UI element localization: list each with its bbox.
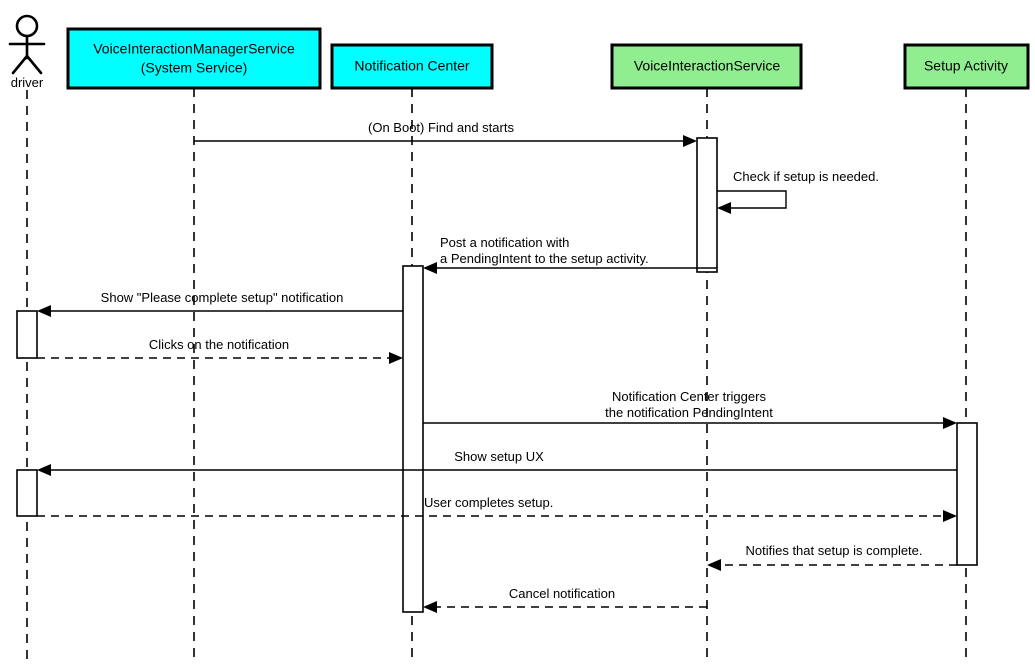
message-check-if-setup-is-needed[interactable]: Check if setup is needed. bbox=[717, 169, 879, 214]
participant-actor-driver[interactable]: driver bbox=[8, 14, 46, 90]
participant-rect-setup-activity bbox=[903, 43, 1030, 90]
actor-leg-right-icon bbox=[25, 54, 43, 75]
participant-box-vims[interactable]: VoiceInteractionManagerService (System S… bbox=[66, 27, 322, 90]
message-label-m7: Show setup UX bbox=[454, 449, 544, 464]
message-label-m9: Notifies that setup is complete. bbox=[745, 543, 922, 558]
activation-bar-voiceinteractionservice bbox=[696, 137, 718, 273]
message-on-boot-find-and-starts[interactable]: (On Boot) Find and starts bbox=[194, 120, 697, 147]
activation-bar-driver-1 bbox=[16, 310, 38, 359]
message-label-m3-line2: a PendingIntent to the setup activity. bbox=[440, 251, 649, 266]
actor-leg-left-icon bbox=[11, 54, 29, 75]
participant-rect-vims bbox=[66, 27, 322, 90]
activation-bars-group bbox=[16, 137, 978, 613]
message-arrowhead-m9 bbox=[707, 559, 721, 571]
participant-rect-voiceinteractionservice bbox=[610, 43, 803, 90]
message-arrowhead-m8 bbox=[943, 510, 957, 522]
message-arrowhead-m3 bbox=[423, 262, 437, 274]
message-label-m6-line1: Notification Center triggers bbox=[612, 389, 766, 404]
message-cancel-notification[interactable]: Cancel notification bbox=[423, 586, 707, 613]
participant-label-notification-center: Notification Center bbox=[354, 58, 470, 74]
message-notification-center-triggers-pendingintent[interactable]: Notification Center triggers the notific… bbox=[423, 389, 957, 429]
message-label-m4: Show "Please complete setup" notificatio… bbox=[101, 290, 344, 305]
message-notifies-that-setup-is-complete[interactable]: Notifies that setup is complete. bbox=[707, 543, 957, 571]
participant-box-voiceinteractionservice[interactable]: VoiceInteractionService bbox=[610, 43, 803, 90]
participant-label-vims-line1: VoiceInteractionManagerService bbox=[93, 41, 295, 57]
message-label-m6-line2: the notification PendingIntent bbox=[605, 405, 773, 420]
participant-rect-notification-center bbox=[330, 43, 494, 90]
message-label-m5: Clicks on the notification bbox=[149, 337, 289, 352]
activation-bar-notification-center bbox=[402, 265, 424, 613]
participant-label-voiceinteractionservice: VoiceInteractionService bbox=[634, 58, 781, 74]
message-arrowhead-m10 bbox=[423, 601, 437, 613]
message-label-m8: User completes setup. bbox=[424, 495, 553, 510]
message-label-m10: Cancel notification bbox=[509, 586, 615, 601]
participant-box-notification-center[interactable]: Notification Center bbox=[330, 43, 494, 90]
message-arrowhead-m4 bbox=[37, 305, 51, 317]
message-line-m2 bbox=[717, 190, 787, 209]
message-arrowhead-m7 bbox=[37, 464, 51, 476]
participant-label-driver: driver bbox=[11, 75, 44, 90]
actor-head-icon bbox=[15, 14, 39, 38]
participant-label-setup-activity: Setup Activity bbox=[924, 58, 1008, 74]
message-arrowhead-m5 bbox=[389, 352, 403, 364]
message-show-please-complete-setup-notification[interactable]: Show "Please complete setup" notificatio… bbox=[37, 290, 403, 317]
message-user-completes-setup[interactable]: User completes setup. bbox=[37, 495, 957, 522]
participant-label-vims-line2: (System Service) bbox=[141, 60, 248, 76]
message-label-m3-line1: Post a notification with bbox=[440, 235, 569, 250]
message-show-setup-ux[interactable]: Show setup UX bbox=[37, 449, 957, 476]
activation-bar-driver-2 bbox=[16, 469, 38, 517]
message-clicks-on-the-notification[interactable]: Clicks on the notification bbox=[37, 337, 403, 364]
message-post-a-notification[interactable]: Post a notification with a PendingIntent… bbox=[423, 235, 717, 274]
message-arrowhead-m6 bbox=[943, 417, 957, 429]
participant-box-setup-activity[interactable]: Setup Activity bbox=[903, 43, 1030, 90]
message-label-m2: Check if setup is needed. bbox=[733, 169, 879, 184]
message-label-m1: (On Boot) Find and starts bbox=[368, 120, 514, 135]
activation-bar-setup-activity bbox=[956, 422, 978, 566]
message-arrowhead-m1 bbox=[683, 135, 697, 147]
message-arrowhead-m2 bbox=[717, 202, 731, 214]
